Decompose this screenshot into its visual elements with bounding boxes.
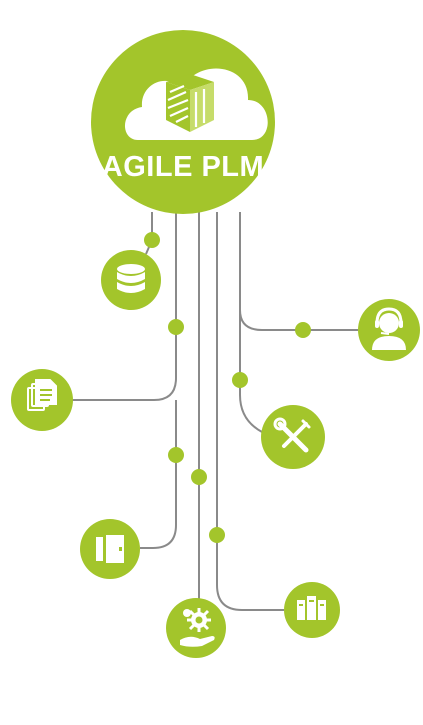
connector-lines — [72, 212, 358, 611]
node-tools[interactable] — [261, 405, 325, 469]
headset-user-icon — [372, 307, 406, 350]
documents-icon — [27, 379, 57, 411]
dot-door — [168, 447, 184, 463]
line-door — [140, 400, 177, 549]
node-services[interactable] — [166, 598, 226, 658]
line-support-agent — [239, 212, 358, 331]
dot-servers — [209, 527, 225, 543]
hub-title: AGILE PLM — [102, 151, 264, 183]
node-servers[interactable] — [284, 582, 340, 638]
gear-hand-icon — [180, 608, 215, 647]
wrench-screwdriver-icon — [273, 417, 311, 453]
dot-tools — [232, 372, 248, 388]
line-documents — [72, 212, 177, 401]
server-rack-icon — [297, 596, 326, 620]
connector-dots — [144, 232, 311, 543]
cloud-shield-icon — [124, 68, 268, 140]
line-servers — [216, 212, 284, 611]
dot-documents — [168, 319, 184, 335]
dot-database — [144, 232, 160, 248]
door-icon — [96, 535, 124, 563]
line-tools — [239, 212, 263, 433]
dot-services — [191, 469, 207, 485]
node-door[interactable] — [80, 519, 140, 579]
node-documents[interactable] — [11, 369, 73, 431]
database-icon — [117, 264, 145, 293]
node-database[interactable] — [101, 250, 161, 310]
hub: AGILE PLM — [91, 30, 275, 214]
dot-support-agent — [295, 322, 311, 338]
node-support-agent[interactable] — [358, 299, 420, 361]
